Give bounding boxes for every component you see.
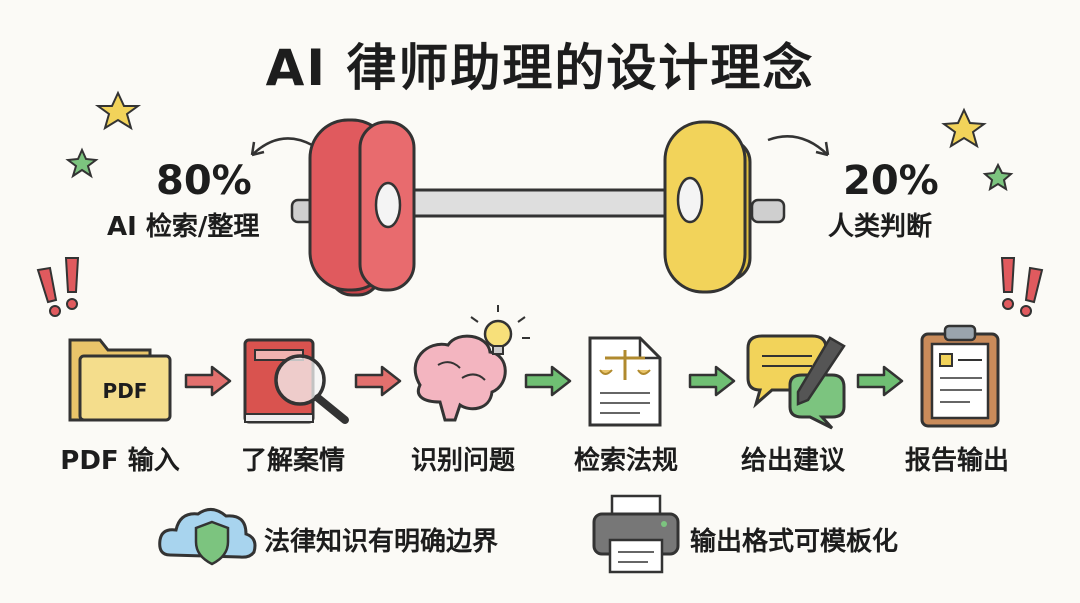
- ai-label: AI 检索/整理: [107, 212, 260, 242]
- speech-bubbles-pen-icon: [746, 334, 846, 430]
- flow-arrow-icon: [856, 365, 904, 397]
- flow-arrow-icon: [524, 365, 572, 397]
- feature-label-knowledge-boundary: 法律知识有明确边界: [264, 527, 499, 557]
- book-magnifier-icon: [243, 338, 349, 424]
- exclamation-icon: [36, 257, 80, 317]
- barbell-icon: [290, 118, 786, 297]
- feature-label-output-template: 输出格式可模板化: [690, 527, 899, 557]
- brain-lightbulb-icon: [413, 305, 530, 422]
- star-icon: [65, 147, 99, 179]
- curved-arrow-left-icon: [251, 137, 313, 156]
- clipboard-report-icon: [920, 324, 1000, 428]
- star-icon: [94, 90, 142, 131]
- step-label-identify-issues: 识别问题: [410, 446, 515, 476]
- star-icon: [941, 107, 987, 149]
- step-label-pdf-input: PDF 输入: [60, 446, 180, 476]
- curved-arrow-right-icon: [767, 135, 829, 156]
- pdf-folder-icon: PDF: [68, 338, 172, 422]
- legal-document-scale-icon: [588, 336, 662, 427]
- cloud-shield-icon: [158, 508, 257, 566]
- step-label-give-advice: 给出建议: [740, 446, 845, 476]
- human-percent: 20%: [843, 158, 939, 204]
- pdf-icon-text: PDF: [103, 379, 148, 403]
- page-title: AI 律师助理的设计理念: [265, 39, 815, 97]
- ai-percent: 80%: [156, 158, 252, 204]
- step-label-understand-case: 了解案情: [240, 446, 345, 476]
- star-icon: [982, 162, 1014, 192]
- human-label: 人类判断: [828, 212, 933, 242]
- printer-icon: [592, 494, 680, 574]
- step-label-search-laws: 检索法规: [573, 446, 678, 476]
- step-label-report-output: 报告输出: [904, 446, 1009, 476]
- flow-arrow-icon: [354, 365, 402, 397]
- flow-arrow-icon: [688, 365, 736, 397]
- flow-arrow-icon: [184, 365, 232, 397]
- exclamation-icon: [1000, 257, 1044, 317]
